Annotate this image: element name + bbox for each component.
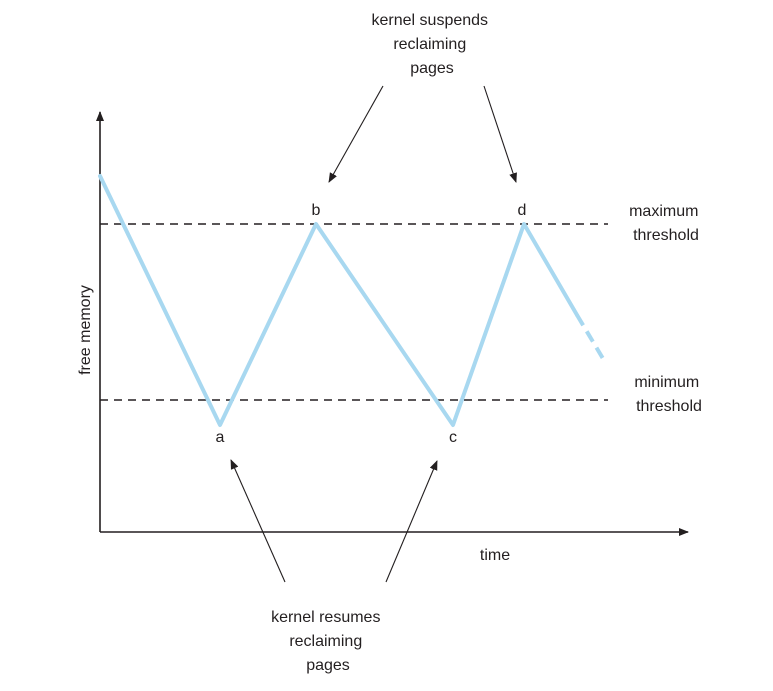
suspend-annotation-line-3: pages xyxy=(410,60,454,77)
resume-annotation-line-2: reclaiming xyxy=(289,633,362,650)
suspend-annotation: kernel suspends reclaiming pages xyxy=(372,12,493,77)
maximum-threshold-label-line-2: threshold xyxy=(633,227,699,244)
free-memory-curve xyxy=(98,174,579,427)
suspend-arrow-to-d xyxy=(483,85,517,183)
resume-arrow-to-a xyxy=(230,459,286,583)
minimum-threshold-label: minimum threshold xyxy=(634,374,703,415)
resume-annotation-line-1: kernel resumes xyxy=(271,609,380,626)
minimum-threshold-label-line-1: minimum xyxy=(634,374,699,391)
resume-annotation-line-3: pages xyxy=(306,657,350,674)
resume-arrow-to-c xyxy=(385,460,438,583)
maximum-threshold-label: maximum threshold xyxy=(629,203,703,244)
maximum-threshold-label-line-1: maximum xyxy=(629,203,698,220)
minimum-threshold-label-line-2: threshold xyxy=(636,398,702,415)
point-label-a: a xyxy=(216,429,225,446)
x-axis-label: time xyxy=(480,547,510,564)
point-label-b: b xyxy=(312,202,321,219)
point-label-c: c xyxy=(449,429,457,446)
y-axis-label: free memory xyxy=(77,285,94,375)
suspend-arrow-to-b xyxy=(328,85,384,183)
resume-annotation: kernel resumes reclaiming pages xyxy=(271,609,385,674)
suspend-annotation-line-1: kernel suspends xyxy=(372,12,489,29)
free-memory-curve-continuation xyxy=(575,313,607,364)
suspend-annotation-line-2: reclaiming xyxy=(393,36,466,53)
point-label-d: d xyxy=(518,202,527,219)
